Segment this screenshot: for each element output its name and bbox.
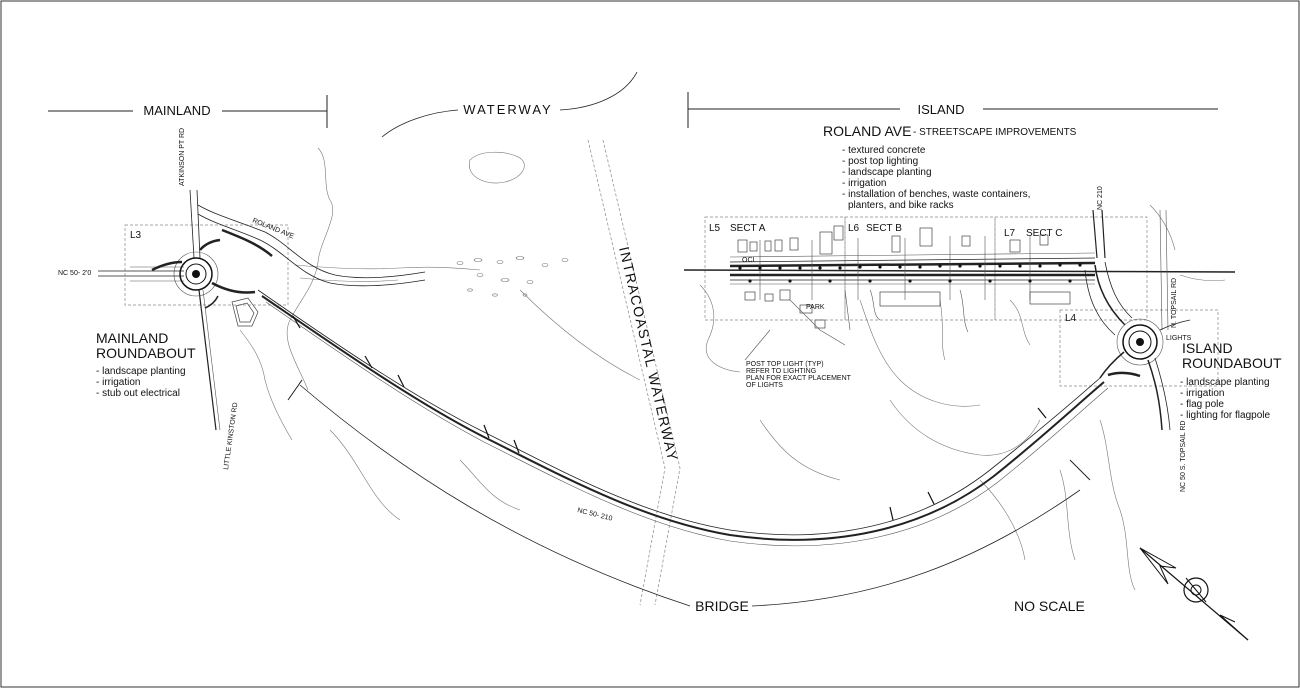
- roland-item: - irrigation: [842, 178, 886, 189]
- island-roundabout-item: - landscape planting: [1180, 377, 1270, 388]
- north-arrow-icon: [1139, 547, 1249, 641]
- sect-b-label: SECT B: [866, 223, 902, 234]
- roland-item: - textured concrete: [842, 145, 926, 156]
- post-top-note-line: POST TOP LIGHT (TYP): [746, 361, 824, 368]
- island-roundabout-title: ISLAND: [1182, 340, 1233, 356]
- post-top-note-line: PLAN FOR EXACT PLACEMENT: [746, 375, 852, 382]
- ocl-label: OCL: [742, 257, 757, 264]
- mainland-marker: MAINLAND: [48, 95, 328, 128]
- post-top-light-note: POST TOP LIGHT (TYP) REFER TO LIGHTING P…: [744, 329, 852, 389]
- bridge-extent-arc: BRIDGE: [287, 379, 1091, 614]
- mainland-roundabout-item: - landscape planting: [96, 366, 186, 377]
- island-roundabout-item: - irrigation: [1180, 388, 1224, 399]
- roland-item: - post top lighting: [842, 156, 918, 167]
- sheet-l3-label: L3: [130, 230, 142, 241]
- nc50-210-west-label: NC 50- 2'0: [58, 270, 91, 277]
- mainland-roundabout-item: - stub out electrical: [96, 388, 180, 399]
- sheet-l7-label: L7: [1004, 228, 1016, 239]
- roland-ave-notes: ROLAND AVE - STREETSCAPE IMPROVEMENTS - …: [823, 123, 1077, 211]
- mainland-roadway: [98, 189, 426, 431]
- bridge-label: BRIDGE: [695, 598, 749, 614]
- mainland-roundabout-title: ROUNDABOUT: [96, 345, 196, 361]
- n-topsail-label: N. TOPSAIL RD: [1171, 278, 1178, 328]
- roland-item: - installation of benches, waste contain…: [842, 189, 1030, 200]
- post-top-note-line: OF LIGHTS: [746, 382, 783, 389]
- mainland-roundabout-item: - irrigation: [96, 377, 140, 388]
- little-kinston-label: LITTLE KINSTON RD: [223, 402, 239, 470]
- roland-ave-roadway: PARK OCL: [683, 225, 1236, 346]
- island-label: ISLAND: [918, 102, 965, 117]
- lights-label: LIGHTS: [1166, 335, 1192, 342]
- island-roundabout-item: - lighting for flagpole: [1180, 410, 1270, 421]
- sheet-boxes: L3 L5 SECT A L6 SECT B L7 SECT C L4: [124, 216, 1219, 387]
- roland-item: - landscape planting: [842, 167, 932, 178]
- post-top-note-line: REFER TO LIGHTING: [746, 368, 816, 375]
- roland-ave-title: ROLAND AVE: [823, 123, 911, 139]
- nc210-label: NC 210: [1097, 186, 1104, 210]
- roland-ave-subtitle: - STREETSCAPE IMPROVEMENTS: [913, 127, 1077, 138]
- sect-c-label: SECT C: [1026, 228, 1063, 239]
- mainland-roundabout-title: MAINLAND: [96, 330, 168, 346]
- sheet-l6-label: L6: [848, 223, 860, 234]
- island-roundabout-item: - flag pole: [1180, 399, 1224, 410]
- waterway-marker: WATERWAY: [381, 71, 638, 138]
- island-roadway: LIGHTS: [1084, 209, 1192, 431]
- atkinson-label: ATKINSON PT RD: [179, 128, 186, 186]
- nc50-210-bridge-label: NC 50- 210: [577, 507, 614, 522]
- island-roundabout-notes: ISLAND ROUNDABOUT - landscape planting -…: [1180, 340, 1282, 421]
- sheet-l5-label: L5: [709, 223, 721, 234]
- island-roundabout-title: ROUNDABOUT: [1182, 355, 1282, 371]
- waterway-channel: INTRACOASTAL WATERWAY: [587, 139, 681, 606]
- intracoastal-label: INTRACOASTAL WATERWAY: [616, 245, 681, 463]
- waterway-label: WATERWAY: [463, 102, 552, 117]
- sect-a-label: SECT A: [730, 223, 766, 234]
- sheet-l4-label: L4: [1065, 313, 1077, 324]
- no-scale-label: NO SCALE: [1014, 598, 1085, 614]
- shoreline-lines: [239, 147, 1226, 591]
- island-marker: ISLAND: [687, 92, 1218, 128]
- mainland-label: MAINLAND: [143, 103, 210, 118]
- roland-item: planters, and bike racks: [848, 200, 954, 211]
- park-label: PARK: [806, 304, 825, 311]
- marsh-islets: [456, 256, 569, 297]
- mainland-roundabout-notes: MAINLAND ROUNDABOUT - landscape planting…: [96, 330, 196, 399]
- s-topsail-label: NC 50 S. TOPSAIL RD: [1180, 421, 1187, 492]
